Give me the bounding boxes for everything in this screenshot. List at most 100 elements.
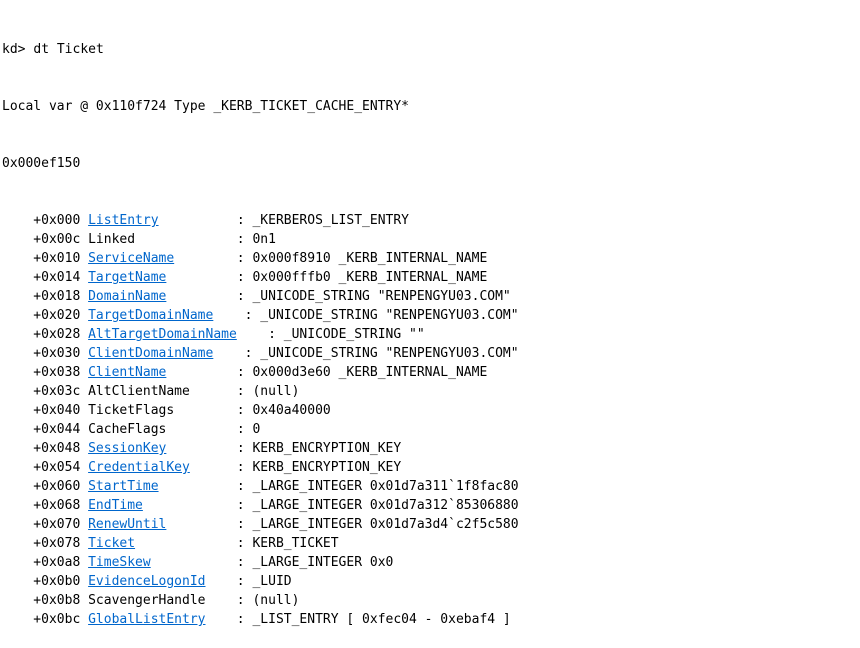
field-separator: : xyxy=(135,536,253,551)
field-name-link[interactable]: ClientName xyxy=(88,365,167,380)
command-text: dt Ticket xyxy=(33,42,104,57)
field-separator: : xyxy=(174,403,253,418)
field-name: Linked xyxy=(88,232,136,247)
field-offset: +0x060 xyxy=(2,479,89,494)
field-separator: : xyxy=(166,441,253,456)
field-value: (null) xyxy=(252,384,300,399)
field-value: _UNICODE_STRING "RENPENGYU03.COM" xyxy=(260,346,519,361)
field-separator: : xyxy=(135,232,253,247)
field-value: KERB_ENCRYPTION_KEY xyxy=(252,441,402,456)
field-name-link[interactable]: StartTime xyxy=(88,479,159,494)
field-value: _LIST_ENTRY [ 0xfec04 - 0xebaf4 ] xyxy=(252,612,511,627)
field-name-link[interactable]: TimeSkew xyxy=(88,555,151,570)
field-name-link[interactable]: TargetName xyxy=(88,270,167,285)
field-row: +0x020 TargetDomainName : _UNICODE_STRIN… xyxy=(2,306,860,325)
local-var-line: Local var @ 0x110f724 Type _KERB_TICKET_… xyxy=(2,99,409,114)
field-offset: +0x078 xyxy=(2,536,89,551)
field-offset: +0x0b8 xyxy=(2,593,89,608)
field-name: AltClientName xyxy=(88,384,190,399)
field-row: +0x038 ClientName : 0x000d3e60 _KERB_INT… xyxy=(2,363,860,382)
field-row: +0x078 Ticket : KERB_TICKET xyxy=(2,534,860,553)
field-separator: : xyxy=(158,213,253,228)
struct-field-list: +0x000 ListEntry : _KERBEROS_LIST_ENTRY … xyxy=(2,211,860,629)
field-value: KERB_TICKET xyxy=(252,536,339,551)
field-separator: : xyxy=(174,251,253,266)
field-separator: : xyxy=(142,498,253,513)
field-value: _LARGE_INTEGER 0x01d7a312`85306880 xyxy=(252,498,519,513)
field-name-link[interactable]: CredentialKey xyxy=(88,460,190,475)
command-line: kd> dt Ticket xyxy=(2,40,860,59)
field-name: TicketFlags xyxy=(88,403,175,418)
field-offset: +0x044 xyxy=(2,422,89,437)
field-row: +0x018 DomainName : _UNICODE_STRING "REN… xyxy=(2,287,860,306)
field-value: 0x000fffb0 _KERB_INTERNAL_NAME xyxy=(252,270,488,285)
field-offset: +0x03c xyxy=(2,384,89,399)
field-name-link[interactable]: SessionKey xyxy=(88,441,167,456)
field-separator: : xyxy=(205,574,253,589)
field-name-link[interactable]: ClientDomainName xyxy=(88,346,214,361)
field-separator: : xyxy=(166,289,253,304)
field-separator: : xyxy=(166,270,253,285)
kd-prompt: kd> xyxy=(2,42,26,57)
field-value: _LARGE_INTEGER 0x01d7a311`1f8fac80 xyxy=(252,479,519,494)
field-value: _LARGE_INTEGER 0x01d7a3d4`c2f5c580 xyxy=(252,517,519,532)
field-name-link[interactable]: AltTargetDomainName xyxy=(88,327,237,342)
field-offset: +0x030 xyxy=(2,346,89,361)
field-offset: +0x020 xyxy=(2,308,89,323)
field-row: +0x0b0 EvidenceLogonId : _LUID xyxy=(2,572,860,591)
field-name-link[interactable]: DomainName xyxy=(88,289,167,304)
field-row: +0x03c AltClientName : (null) xyxy=(2,382,860,401)
field-name-link[interactable]: RenewUntil xyxy=(88,517,167,532)
field-offset: +0x068 xyxy=(2,498,89,513)
field-name-link[interactable]: EndTime xyxy=(88,498,143,513)
field-separator: : xyxy=(205,593,253,608)
field-name: CacheFlags xyxy=(88,422,167,437)
field-separator: : xyxy=(213,346,261,361)
field-offset: +0x054 xyxy=(2,460,89,475)
field-offset: +0x00c xyxy=(2,232,89,247)
field-row: +0x0a8 TimeSkew : _LARGE_INTEGER 0x0 xyxy=(2,553,860,572)
field-name-link[interactable]: Ticket xyxy=(88,536,136,551)
field-row: +0x054 CredentialKey : KERB_ENCRYPTION_K… xyxy=(2,458,860,477)
field-value: 0x40a40000 xyxy=(252,403,331,418)
struct-address-line: 0x000ef150 xyxy=(2,156,81,171)
field-separator: : xyxy=(166,365,253,380)
field-offset: +0x028 xyxy=(2,327,89,342)
field-separator: : xyxy=(205,612,253,627)
field-name: ScavengerHandle xyxy=(88,593,206,608)
field-name-link[interactable]: TargetDomainName xyxy=(88,308,214,323)
field-row: +0x000 ListEntry : _KERBEROS_LIST_ENTRY xyxy=(2,211,860,230)
field-offset: +0x048 xyxy=(2,441,89,456)
field-separator: : xyxy=(189,384,253,399)
field-value: _LARGE_INTEGER 0x0 xyxy=(252,555,394,570)
field-offset: +0x040 xyxy=(2,403,89,418)
field-value: _UNICODE_STRING "" xyxy=(283,327,425,342)
field-value: KERB_ENCRYPTION_KEY xyxy=(252,460,402,475)
field-offset: +0x0b0 xyxy=(2,574,89,589)
field-row: +0x070 RenewUntil : _LARGE_INTEGER 0x01d… xyxy=(2,515,860,534)
field-offset: +0x0bc xyxy=(2,612,89,627)
field-separator: : xyxy=(236,327,284,342)
field-row: +0x00c Linked : 0n1 xyxy=(2,230,860,249)
field-row: +0x0bc GlobalListEntry : _LIST_ENTRY [ 0… xyxy=(2,610,860,629)
field-offset: +0x010 xyxy=(2,251,89,266)
field-offset: +0x0a8 xyxy=(2,555,89,570)
field-row: +0x068 EndTime : _LARGE_INTEGER 0x01d7a3… xyxy=(2,496,860,515)
field-row: +0x014 TargetName : 0x000fffb0 _KERB_INT… xyxy=(2,268,860,287)
field-row: +0x048 SessionKey : KERB_ENCRYPTION_KEY xyxy=(2,439,860,458)
field-name-link[interactable]: EvidenceLogonId xyxy=(88,574,206,589)
field-separator: : xyxy=(213,308,261,323)
field-separator: : xyxy=(166,517,253,532)
field-row: +0x010 ServiceName : 0x000f8910 _KERB_IN… xyxy=(2,249,860,268)
field-value: _UNICODE_STRING "RENPENGYU03.COM" xyxy=(252,289,511,304)
field-separator: : xyxy=(158,479,253,494)
field-value: 0x000d3e60 _KERB_INTERNAL_NAME xyxy=(252,365,488,380)
field-name-link[interactable]: ListEntry xyxy=(88,213,159,228)
field-row: +0x030 ClientDomainName : _UNICODE_STRIN… xyxy=(2,344,860,363)
field-name-link[interactable]: ServiceName xyxy=(88,251,175,266)
field-row: +0x0b8 ScavengerHandle : (null) xyxy=(2,591,860,610)
field-name-link[interactable]: GlobalListEntry xyxy=(88,612,206,627)
field-offset: +0x000 xyxy=(2,213,89,228)
field-row: +0x044 CacheFlags : 0 xyxy=(2,420,860,439)
